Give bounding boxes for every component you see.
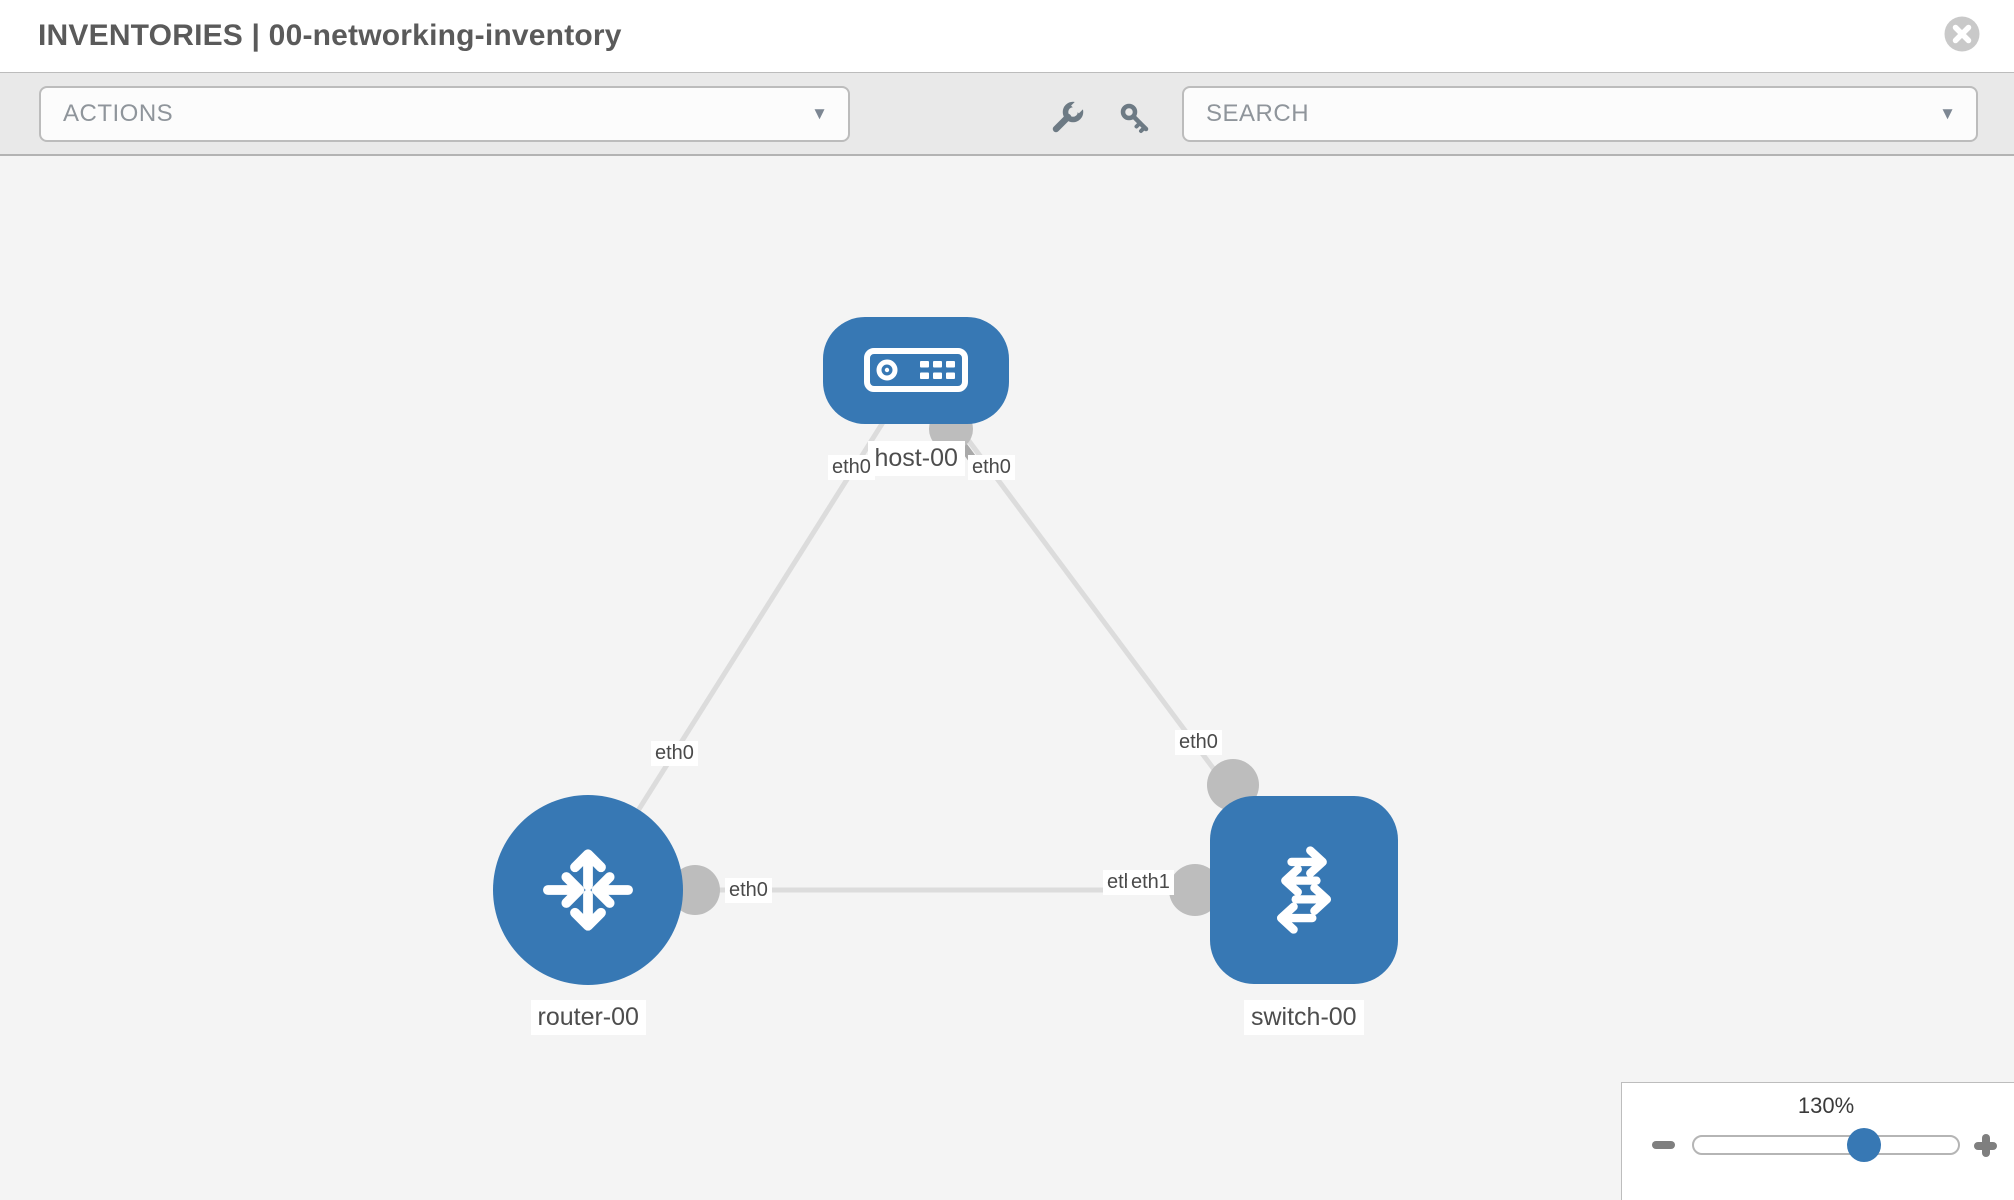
- chevron-down-icon: ▼: [811, 104, 828, 123]
- iface-label-eth0: eth0: [1175, 730, 1222, 755]
- iface-label-eth0: eth0: [968, 455, 1015, 480]
- switch-icon: [1276, 846, 1332, 934]
- iface-label-eth0: eth0: [828, 455, 875, 480]
- chevron-down-icon: ▼: [1939, 104, 1956, 123]
- zoom-slider-track[interactable]: [1692, 1135, 1960, 1155]
- iface-label-eth0: eth0: [725, 878, 772, 903]
- plus-icon: [1981, 1134, 1990, 1157]
- key-icon: [1120, 103, 1149, 133]
- close-button[interactable]: [1944, 16, 1980, 52]
- router-icon: [543, 849, 633, 931]
- node-host-00[interactable]: [823, 316, 1009, 424]
- search-dropdown[interactable]: SEARCH ▼: [1182, 86, 1978, 142]
- topology-links-layer: [585, 368, 1307, 916]
- zoom-panel: 130%: [1621, 1082, 2014, 1200]
- node-router-00[interactable]: [493, 795, 683, 985]
- node-label-host-00: host-00: [867, 441, 965, 476]
- node-switch-00[interactable]: [1210, 796, 1398, 984]
- search-placeholder: SEARCH: [1206, 100, 1310, 127]
- header: INVENTORIES | 00-networking-inventory: [0, 0, 2014, 72]
- interface-port: [1169, 864, 1221, 916]
- node-label-router-00: router-00: [530, 1000, 646, 1035]
- interface-port: [670, 865, 720, 915]
- zoom-in-button[interactable]: [1974, 1134, 1997, 1157]
- host-icon: [864, 348, 968, 392]
- zoom-slider-thumb[interactable]: [1847, 1128, 1881, 1162]
- actions-dropdown-label: ACTIONS: [63, 100, 174, 127]
- key-button[interactable]: [1113, 97, 1157, 141]
- wrench-icon: [1052, 100, 1086, 133]
- iface-label-eth0: eth0: [651, 741, 698, 766]
- zoom-percent-label: 130%: [1797, 1093, 1855, 1118]
- toolbar: ACTIONS ▼ SEARCH ▼: [0, 72, 2014, 156]
- topology-canvas[interactable]: host-00 router-00 switch-00 130% eth0 eth…: [0, 156, 2014, 1200]
- page-title: INVENTORIES | 00-networking-inventory: [38, 19, 622, 52]
- configure-button[interactable]: [1045, 97, 1089, 141]
- node-label-switch-00: switch-00: [1244, 1000, 1364, 1035]
- zoom-out-button[interactable]: [1652, 1141, 1675, 1149]
- close-icon: [1944, 16, 1980, 52]
- actions-dropdown[interactable]: ACTIONS ▼: [39, 86, 850, 142]
- iface-label-eth1: eth1: [1127, 870, 1174, 895]
